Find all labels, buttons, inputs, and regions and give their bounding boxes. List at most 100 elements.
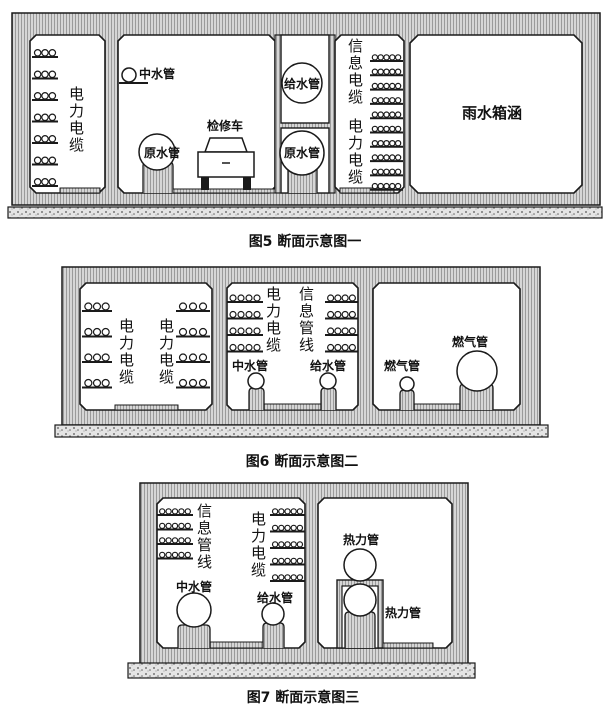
cable — [184, 537, 191, 544]
cable — [33, 156, 42, 165]
cable — [178, 508, 185, 515]
cable — [41, 113, 49, 122]
label-gas-pipe-small: 燃气管 — [384, 358, 420, 373]
cable — [377, 154, 384, 161]
label-power-cable-right: 电力电缆 — [346, 118, 364, 186]
cable — [178, 537, 185, 544]
cable — [271, 508, 279, 515]
figure-7-caption: 图7 断面示意图三 — [247, 689, 360, 706]
cable — [383, 182, 390, 190]
cable — [383, 54, 390, 61]
cable — [394, 97, 402, 104]
cable — [348, 310, 356, 319]
floor-slab — [382, 642, 434, 649]
cable — [278, 508, 285, 515]
cable — [383, 125, 390, 133]
cable — [394, 154, 402, 161]
pipe-support — [320, 387, 337, 410]
truck-wheel — [201, 177, 209, 190]
cable — [348, 327, 356, 335]
cable — [371, 125, 379, 133]
pipe — [138, 133, 176, 171]
pipe — [456, 350, 498, 392]
label-power-cable-c: 电力电缆 — [264, 286, 282, 354]
cable — [237, 327, 245, 335]
cable — [327, 310, 335, 319]
cable — [383, 68, 390, 75]
cable — [394, 54, 402, 61]
pipe — [121, 67, 137, 83]
pipe-support — [248, 387, 265, 410]
cable — [41, 178, 49, 186]
cable — [229, 294, 237, 302]
cable — [389, 97, 396, 104]
cable — [296, 541, 304, 548]
cable — [184, 508, 191, 515]
foundation-slab — [127, 662, 476, 679]
cable — [389, 139, 396, 147]
truck-cab — [203, 137, 249, 153]
cable — [84, 302, 93, 311]
cable — [33, 48, 42, 57]
cable — [296, 557, 304, 565]
cable — [284, 574, 291, 581]
cable — [33, 113, 42, 122]
cable — [334, 343, 342, 352]
floor-slab — [59, 187, 101, 194]
cable — [371, 97, 379, 104]
label-info-cable: 信息电缆 — [346, 38, 364, 106]
cable — [383, 154, 390, 161]
truck-wheel — [243, 177, 251, 190]
cable — [296, 524, 304, 532]
label-power-cable-left: 电力电缆 — [67, 86, 85, 154]
cable — [198, 327, 208, 337]
figure-7: 信息管线 电力电缆 中水管 给水管 热力管 热力管 图7 断面示意图三 — [176, 503, 421, 706]
floor-slab — [114, 404, 179, 411]
cable — [278, 557, 285, 565]
cable — [229, 343, 237, 352]
cable — [41, 92, 49, 100]
cable — [377, 139, 384, 147]
cable — [334, 327, 342, 335]
cable — [383, 139, 390, 147]
label-reclaimed-pipe: 中水管 — [139, 66, 175, 81]
cable — [188, 353, 198, 362]
cable — [377, 182, 384, 190]
figure-5: 电力电缆 中水管 原水管 检修车 给水管 原水管 信息电缆 电力电缆 雨水箱涵 … — [67, 38, 522, 250]
cable — [377, 68, 384, 75]
cable — [33, 70, 42, 79]
cable — [237, 310, 245, 319]
cable — [245, 294, 253, 302]
pipe-support — [262, 622, 285, 648]
cable — [245, 310, 253, 319]
cable — [158, 551, 166, 559]
pipe — [399, 376, 415, 392]
label-gas-pipe-large: 燃气管 — [452, 334, 488, 349]
label-info-line: 信息管线 — [297, 286, 315, 354]
cable — [394, 68, 402, 75]
chamber-power — [79, 282, 213, 411]
cable — [371, 154, 379, 161]
cable — [394, 139, 402, 147]
cable — [48, 178, 57, 186]
cable — [178, 378, 188, 388]
cable — [389, 68, 396, 75]
cable — [48, 70, 57, 79]
cable — [389, 82, 396, 90]
cable — [389, 168, 396, 175]
pipe-support — [399, 389, 415, 410]
cable — [48, 135, 57, 143]
cable — [327, 327, 335, 335]
pipe-support — [344, 611, 376, 648]
cable — [237, 343, 245, 352]
pipe — [247, 372, 265, 390]
figure-6-caption: 图6 断面示意图二 — [246, 453, 359, 470]
cable — [48, 92, 57, 100]
cable — [296, 508, 304, 515]
cable — [92, 327, 102, 337]
cable — [341, 343, 349, 352]
pipe — [279, 130, 325, 176]
cable — [253, 310, 261, 319]
pipe — [261, 602, 285, 626]
